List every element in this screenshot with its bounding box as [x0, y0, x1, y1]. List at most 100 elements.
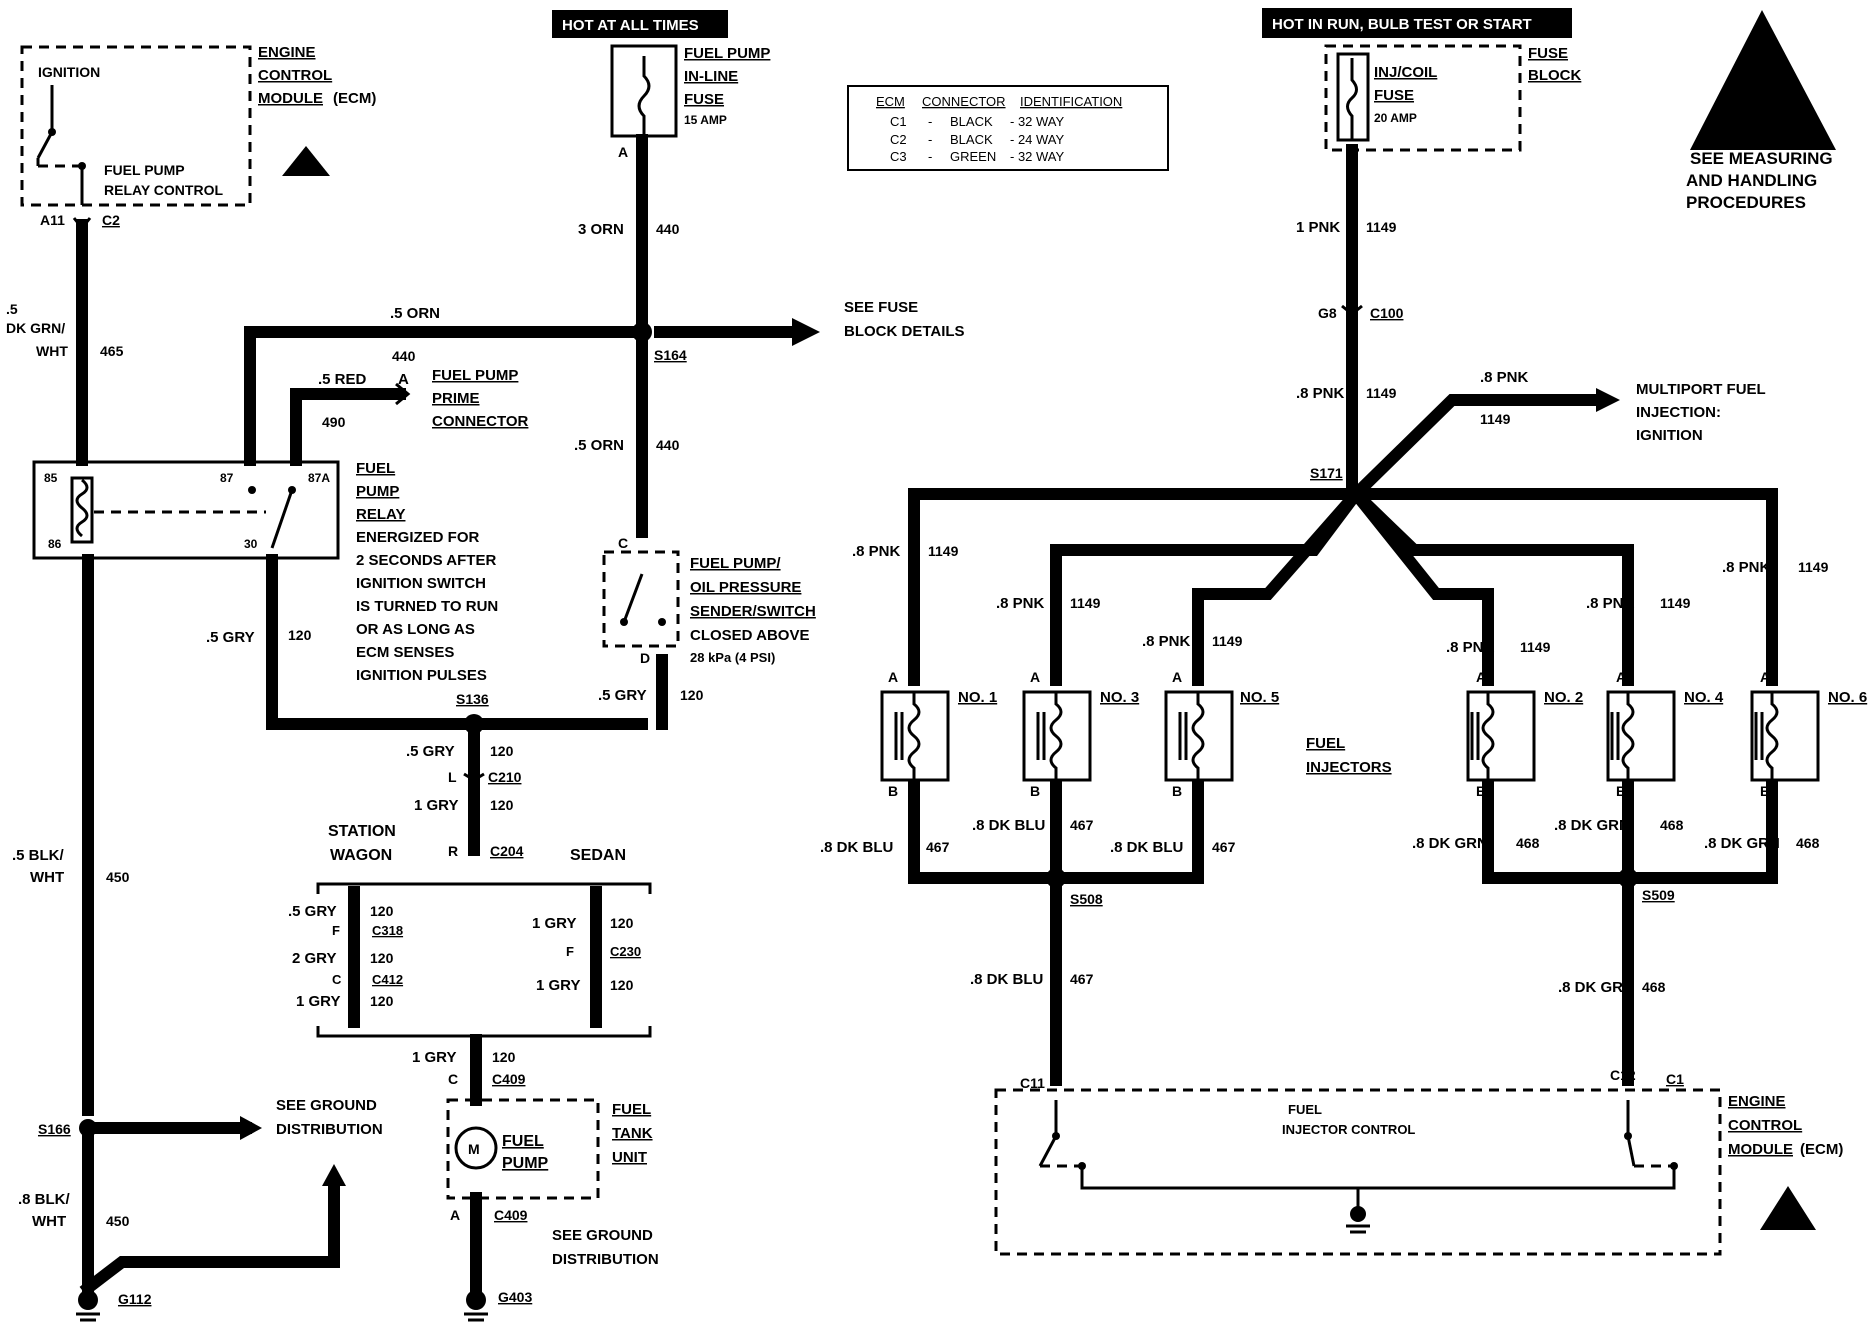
- ecm-bottom-module: C11 C12 C1 FUEL INJECTOR CONTROL ENGINE …: [994, 1067, 1843, 1256]
- ecm-connector-c2: C2: [102, 212, 120, 228]
- relay-desc-7: IGNITION PULSES: [356, 667, 487, 684]
- wire-440-top-circuit: 440: [656, 221, 680, 237]
- wire-120-c210-circuit-b: 120: [490, 797, 514, 813]
- wire-450-top-color: WHT: [30, 869, 64, 886]
- ecm-top-module: IGNITION FUEL PUMP RELAY CONTROL ENGINE …: [20, 44, 376, 228]
- inj-coil-fuse-icon: [1346, 58, 1358, 140]
- wire-1149-mpfi-circuit: 1149: [1480, 411, 1511, 427]
- table-row1-dash: -: [928, 114, 932, 129]
- prime-label-3: CONNECTOR: [432, 413, 529, 430]
- esd-warning-icon: [282, 146, 330, 176]
- fuse-block-label-1: FUSE: [1528, 45, 1568, 62]
- ground-g112-label: G112: [118, 1291, 152, 1307]
- inj3-pin-a: A: [1030, 669, 1040, 685]
- relay-pin-87a: 87A: [308, 471, 330, 485]
- inj4-out-gauge: .8 DK GRN: [1554, 817, 1630, 834]
- wagon-pin-f: F: [332, 923, 340, 938]
- wire-450-alt: [79, 1180, 340, 1297]
- wire-120-relay-gauge: .5 GRY: [206, 629, 255, 646]
- inj6-pin-a: A: [1760, 669, 1770, 685]
- fuse-block-label-2: BLOCK: [1528, 67, 1581, 84]
- injector-no2: A B NO. 2: [1466, 669, 1583, 799]
- inj5-pin-a: A: [1172, 669, 1182, 685]
- wire-465-color-2: WHT: [36, 343, 68, 359]
- inj6-in-gauge: .8 PNK: [1722, 559, 1771, 576]
- ecm-relay-control-line1: FUEL PUMP: [104, 162, 185, 178]
- inj4-pin-a: A: [1616, 669, 1626, 685]
- fuel-tank-label-3: UNIT: [612, 1149, 647, 1166]
- fuel-fuse-rating: 15 AMP: [684, 113, 727, 127]
- wire-440-mid-circuit: 440: [392, 348, 416, 364]
- wire-450-bottom-circuit: 450: [106, 1213, 130, 1229]
- fuse-icon: [637, 56, 651, 136]
- table-row1-color: BLACK: [950, 114, 993, 129]
- injector-no3: A B NO. 3: [1022, 669, 1139, 799]
- ecm-ignition-label: IGNITION: [38, 64, 100, 80]
- table-row3-dash: -: [928, 149, 932, 164]
- relay-pin-86: 86: [48, 537, 62, 551]
- injectors-label-1: FUEL: [1306, 735, 1345, 752]
- motor-letter: M: [468, 1141, 480, 1157]
- inj4-name: NO. 4: [1684, 689, 1724, 706]
- see-ground-1-line1: SEE GROUND: [276, 1097, 377, 1114]
- inj5-out-gauge: .8 DK BLU: [1110, 839, 1183, 856]
- inj2-name: NO. 2: [1544, 689, 1583, 706]
- wagon-gauge-2: 2 GRY: [292, 950, 336, 967]
- esd-warning-large-icon: [1690, 10, 1836, 150]
- injector-no1: A B NO. 1: [880, 669, 997, 799]
- inj1-out-gauge: .8 DK BLU: [820, 839, 893, 856]
- oil-switch-label-1: FUEL PUMP/: [690, 555, 781, 572]
- wire-465-gauge: .5: [6, 301, 18, 317]
- oil-switch-label-4: CLOSED ABOVE: [690, 627, 809, 644]
- mpfi-label-1: MULTIPORT FUEL: [1636, 381, 1766, 398]
- splice-s508-label: S508: [1070, 891, 1103, 907]
- ground-g403-icon: [464, 1290, 488, 1322]
- pump-ground-c409: C409: [494, 1207, 528, 1223]
- relay-desc-1: ENERGIZED FOR: [356, 529, 480, 546]
- splice-s508: [1046, 868, 1066, 888]
- injector-no6: A B NO. 6: [1750, 669, 1867, 799]
- wagon-gauge-3: 1 GRY: [296, 993, 340, 1010]
- pump-feed-circuit: 120: [492, 1049, 516, 1065]
- wire-490-pin: A: [398, 371, 409, 388]
- esd-notice-line3: PROCEDURES: [1686, 193, 1806, 212]
- wagon-c412: C412: [372, 972, 403, 987]
- connector-c100-label: C100: [1370, 305, 1404, 321]
- wire-490-circuit: 490: [322, 414, 346, 430]
- inj1-out-circuit: 467: [926, 839, 950, 855]
- ecm-pin-c11: C11: [1020, 1075, 1045, 1091]
- inj3-pin-b: B: [1030, 783, 1040, 799]
- sedan-circuit-2: 120: [610, 977, 634, 993]
- wire-468-down-gauge: .8 DK GRN: [1558, 979, 1634, 996]
- relay-pin-85: 85: [44, 471, 58, 485]
- inj4-out-circuit: 468: [1660, 817, 1684, 833]
- relay-desc-4: IS TURNED TO RUN: [356, 598, 498, 615]
- wagon-circuit-1: 120: [370, 903, 394, 919]
- ecm-bottom-title-suffix: (ECM): [1800, 1141, 1843, 1158]
- inj6-out-gauge: .8 DK GRN: [1704, 835, 1780, 852]
- table-header-connector: CONNECTOR: [922, 94, 1006, 109]
- see-fuse-block-line2: BLOCK DETAILS: [844, 323, 965, 340]
- sedan-c230: C230: [610, 944, 641, 959]
- see-ground-2-line1: SEE GROUND: [552, 1227, 653, 1244]
- inj6-pin-b: B: [1760, 783, 1770, 799]
- wire-1149-mpfi: [1347, 394, 1606, 503]
- inj1-name: NO. 1: [958, 689, 997, 706]
- sedan-gauge-1: 1 GRY: [532, 915, 576, 932]
- fuel-fuse-label-2: IN-LINE: [684, 68, 738, 85]
- ecm-ground-icon: [1350, 1206, 1366, 1222]
- fuel-tank-label-1: FUEL: [612, 1101, 651, 1118]
- mpfi-label-2: INJECTION:: [1636, 404, 1721, 421]
- inj1-in-circuit: 1149: [928, 543, 959, 559]
- relay-desc-3: IGNITION SWITCH: [356, 575, 486, 592]
- wire-120-c210-gauge-a: .5 GRY: [406, 743, 455, 760]
- fuel-fuse-label-3: FUSE: [684, 91, 724, 108]
- inj2-pin-a: A: [1476, 669, 1486, 685]
- relay-pin-87: 87: [220, 471, 234, 485]
- body-wagon-line2: WAGON: [330, 847, 392, 864]
- wire-1149-fanout: [908, 485, 1778, 686]
- table-row3-way: - 32 WAY: [1010, 149, 1065, 164]
- oil-switch-pin-d: D: [640, 650, 650, 666]
- inj3-out-gauge: .8 DK BLU: [972, 817, 1045, 834]
- wire-1149-mpfi-gauge: .8 PNK: [1480, 369, 1529, 386]
